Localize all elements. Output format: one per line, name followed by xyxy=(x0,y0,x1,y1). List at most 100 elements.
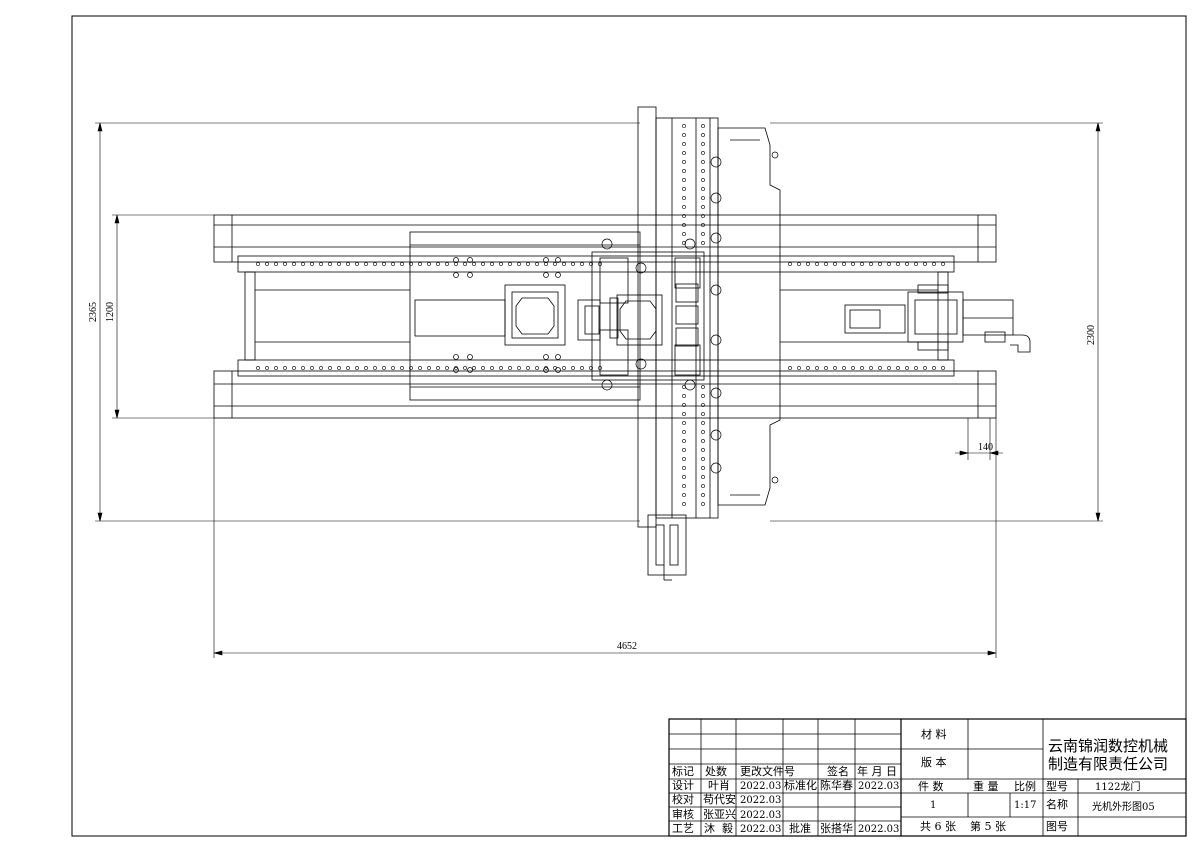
rail-hole xyxy=(391,262,395,266)
column-hole xyxy=(701,214,705,218)
column-hole xyxy=(682,241,686,245)
row-role2: 批准 xyxy=(789,821,811,835)
rail-hole xyxy=(364,262,368,266)
rail-hole xyxy=(932,366,936,370)
column-hole xyxy=(701,151,705,155)
rail-hole xyxy=(544,262,548,266)
rail-hole xyxy=(400,262,404,266)
rail-hole xyxy=(274,262,278,266)
drawing-no-label: 图号 xyxy=(1046,820,1068,833)
rail-hole xyxy=(941,262,945,266)
rail-hole xyxy=(851,366,855,370)
column-hole xyxy=(701,466,705,470)
rail-hole xyxy=(941,366,945,370)
rail-hole xyxy=(508,262,512,266)
column-hole xyxy=(701,421,705,425)
rail-hole xyxy=(896,366,900,370)
drawing-border xyxy=(71,15,1187,837)
rail-hole xyxy=(481,262,485,266)
rail-hole xyxy=(815,262,819,266)
rail-hole xyxy=(896,262,900,266)
column-hole xyxy=(701,475,705,479)
column-hole xyxy=(682,142,686,146)
rail-hole xyxy=(364,366,368,370)
column-hole xyxy=(682,223,686,227)
column-hole xyxy=(682,466,686,470)
column-hole xyxy=(682,133,686,137)
rail-hole xyxy=(346,366,350,370)
rail-hole xyxy=(472,366,476,370)
name-value: 光机外形图05 xyxy=(1092,800,1155,813)
name-label: 名称 xyxy=(1046,797,1068,811)
sheet-info: 共 6 张 第 5 张 xyxy=(920,819,1006,833)
column-holes xyxy=(682,124,705,506)
rail-hole xyxy=(337,262,341,266)
row-name: 沐 毅 xyxy=(704,821,733,835)
rail-hole xyxy=(806,262,810,266)
row-date2: 2022.03 xyxy=(858,781,899,792)
count-value: 1 xyxy=(930,800,936,811)
column-hole xyxy=(701,430,705,434)
rail-hole xyxy=(580,366,584,370)
row-role: 校对 xyxy=(672,792,694,806)
machine-outline xyxy=(213,106,1031,581)
rail-hole xyxy=(409,262,413,266)
rail-hole xyxy=(409,366,413,370)
column-hole xyxy=(701,394,705,398)
column-hole xyxy=(682,151,686,155)
column-hole xyxy=(701,439,705,443)
rail-hole xyxy=(427,262,431,266)
column-hole xyxy=(682,475,686,479)
rail-hole xyxy=(869,262,873,266)
rail-hole xyxy=(436,262,440,266)
rail-hole xyxy=(887,366,891,370)
rail-hole xyxy=(274,366,278,370)
row-date: 2022.03 xyxy=(740,824,781,835)
rail-hole xyxy=(535,262,539,266)
column-hole xyxy=(682,448,686,452)
column-hole xyxy=(682,493,686,497)
rail-hole xyxy=(851,262,855,266)
rail-hole xyxy=(382,262,386,266)
rail-hole xyxy=(292,366,296,370)
column-hole xyxy=(682,421,686,425)
row-name: 叶肖 xyxy=(708,778,730,792)
column-hole xyxy=(682,205,686,209)
rail-hole xyxy=(454,262,458,266)
column-hole xyxy=(682,502,686,506)
rail-hole xyxy=(499,262,503,266)
rail-hole xyxy=(806,366,810,370)
rail-hole xyxy=(382,366,386,370)
column-hole xyxy=(682,394,686,398)
rail-hole xyxy=(797,366,801,370)
column-hole xyxy=(701,160,705,164)
column-hole xyxy=(701,223,705,227)
title-block-text: 云南锦润数控机械 制造有限责任公司 材 料 版 本 件 数 重 量 比例 型号 … xyxy=(672,727,1168,835)
title-block xyxy=(668,718,1187,837)
rail-hole xyxy=(328,262,332,266)
row-date: 2022.03 xyxy=(740,781,781,792)
row-name: 张亚兴 xyxy=(703,808,736,821)
rail-hole xyxy=(887,262,891,266)
weight-label: 重 量 xyxy=(973,779,999,793)
count-label: 件 数 xyxy=(918,780,944,793)
row-role: 工艺 xyxy=(672,822,694,835)
rail-hole xyxy=(526,262,530,266)
dim-140-label: 140 xyxy=(978,442,993,453)
column-hole xyxy=(682,196,686,200)
rail-hole xyxy=(788,366,792,370)
column-hole xyxy=(701,187,705,191)
rail-hole xyxy=(355,366,359,370)
rail-hole xyxy=(571,262,575,266)
dim-2365-label: 2365 xyxy=(88,302,99,322)
column-hole xyxy=(682,178,686,182)
rail-hole xyxy=(571,366,575,370)
rail-hole xyxy=(391,366,395,370)
scale-label: 比例 xyxy=(1014,779,1036,793)
column-hole xyxy=(682,214,686,218)
column-hole xyxy=(682,187,686,191)
rail-hole xyxy=(878,366,882,370)
rail-hole xyxy=(905,262,909,266)
rail-hole xyxy=(265,262,269,266)
rail-hole xyxy=(463,262,467,266)
